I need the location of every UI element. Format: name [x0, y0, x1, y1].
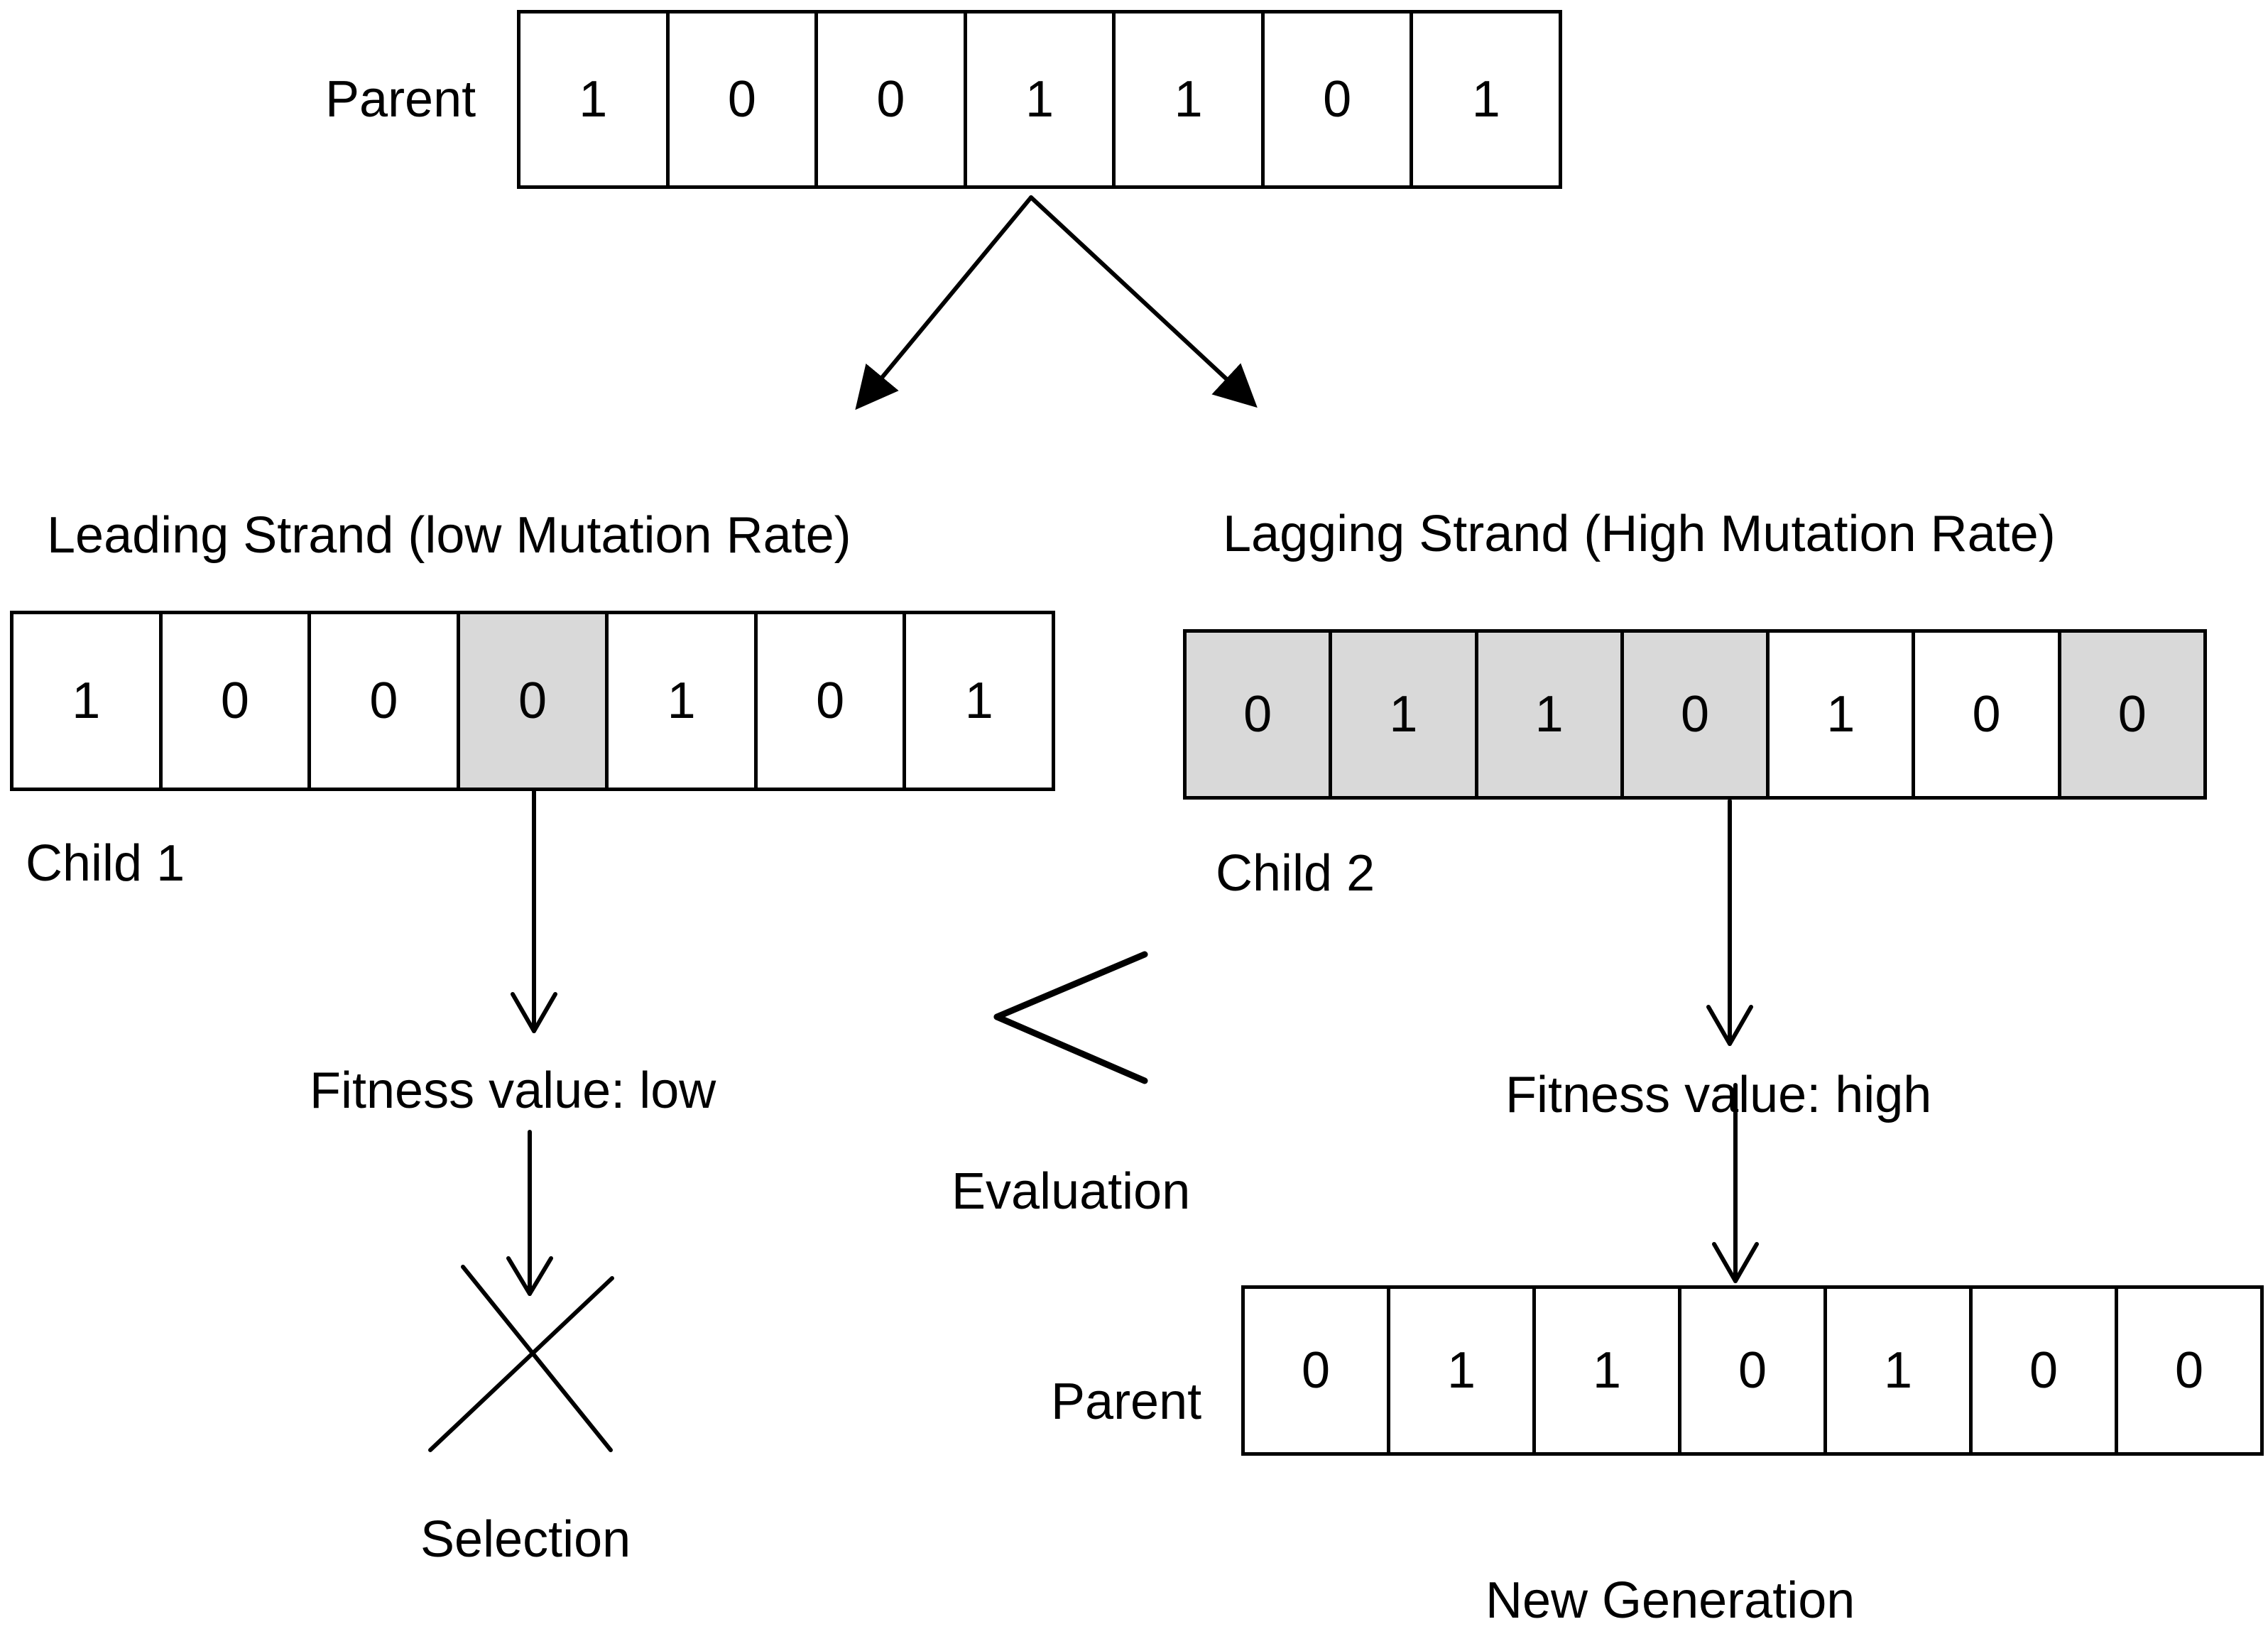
selection-label: Selection	[420, 1511, 631, 1568]
evaluation-label: Evaluation	[952, 1163, 1191, 1220]
mutated-bit-cell: 0	[1187, 633, 1333, 796]
bit-cell: 1	[906, 614, 1052, 788]
arrow-child1-to-fitness	[511, 789, 557, 1033]
child-2-label: Child 2	[1216, 845, 1375, 902]
bit-cell: 1	[1770, 633, 1916, 796]
bit-cell: 0	[1973, 1289, 2118, 1452]
bit-cell: 0	[2118, 1289, 2260, 1452]
arrow-fitness-to-selection	[506, 1130, 553, 1296]
bit-cell: 0	[818, 13, 967, 185]
mutated-bit-cell: 0	[2061, 633, 2203, 796]
bit-cell: 1	[1390, 1289, 1536, 1452]
bit-cell: 1	[1827, 1289, 1973, 1452]
bit-cell: 0	[1681, 1289, 1827, 1452]
bit-cell: 1	[1413, 13, 1559, 185]
bit-cell: 0	[162, 614, 312, 788]
bit-cell: 0	[1915, 633, 2061, 796]
parent-top-label: Parent	[325, 71, 476, 128]
arrow-child2-to-fitness	[1706, 799, 1753, 1046]
leading-strand-title: Leading Strand (low Mutation Rate)	[47, 507, 851, 564]
fitness-low-label: Fitness value: low	[310, 1062, 716, 1119]
bit-cell: 1	[1536, 1289, 1681, 1452]
mutated-bit-cell: 1	[1478, 633, 1624, 796]
bit-cell: 1	[13, 614, 163, 788]
bit-cell: 1	[966, 13, 1116, 185]
new-generation-caption: New Generation	[1485, 1572, 1855, 1629]
lagging-strand-title: Lagging Strand (High Mutation Rate)	[1223, 506, 2056, 562]
arrow-parent-to-lagging	[1029, 195, 1258, 408]
bit-cell: 0	[757, 614, 907, 788]
child-1-label: Child 1	[26, 835, 185, 892]
bit-cell: 0	[311, 614, 460, 788]
bit-cell: 0	[669, 13, 819, 185]
mutated-bit-cell: 0	[1623, 633, 1770, 796]
bit-cell: 0	[1245, 1289, 1390, 1452]
arrow-fitness-to-new-generation	[1712, 1083, 1759, 1283]
fitness-high-label: Fitness value: high	[1505, 1067, 1932, 1123]
bit-cell: 0	[1264, 13, 1414, 185]
bit-cell: 1	[609, 614, 758, 788]
mutated-bit-cell: 0	[459, 614, 609, 788]
bit-cell: 1	[1116, 13, 1265, 185]
mutated-bit-cell: 1	[1332, 633, 1478, 796]
new-generation-parent-label: Parent	[1051, 1373, 1202, 1430]
less-than-comparison-icon	[993, 951, 1148, 1084]
arrow-parent-to-leading	[855, 195, 1033, 410]
bit-cell: 1	[520, 13, 670, 185]
rejected-cross-icon	[428, 1265, 614, 1452]
